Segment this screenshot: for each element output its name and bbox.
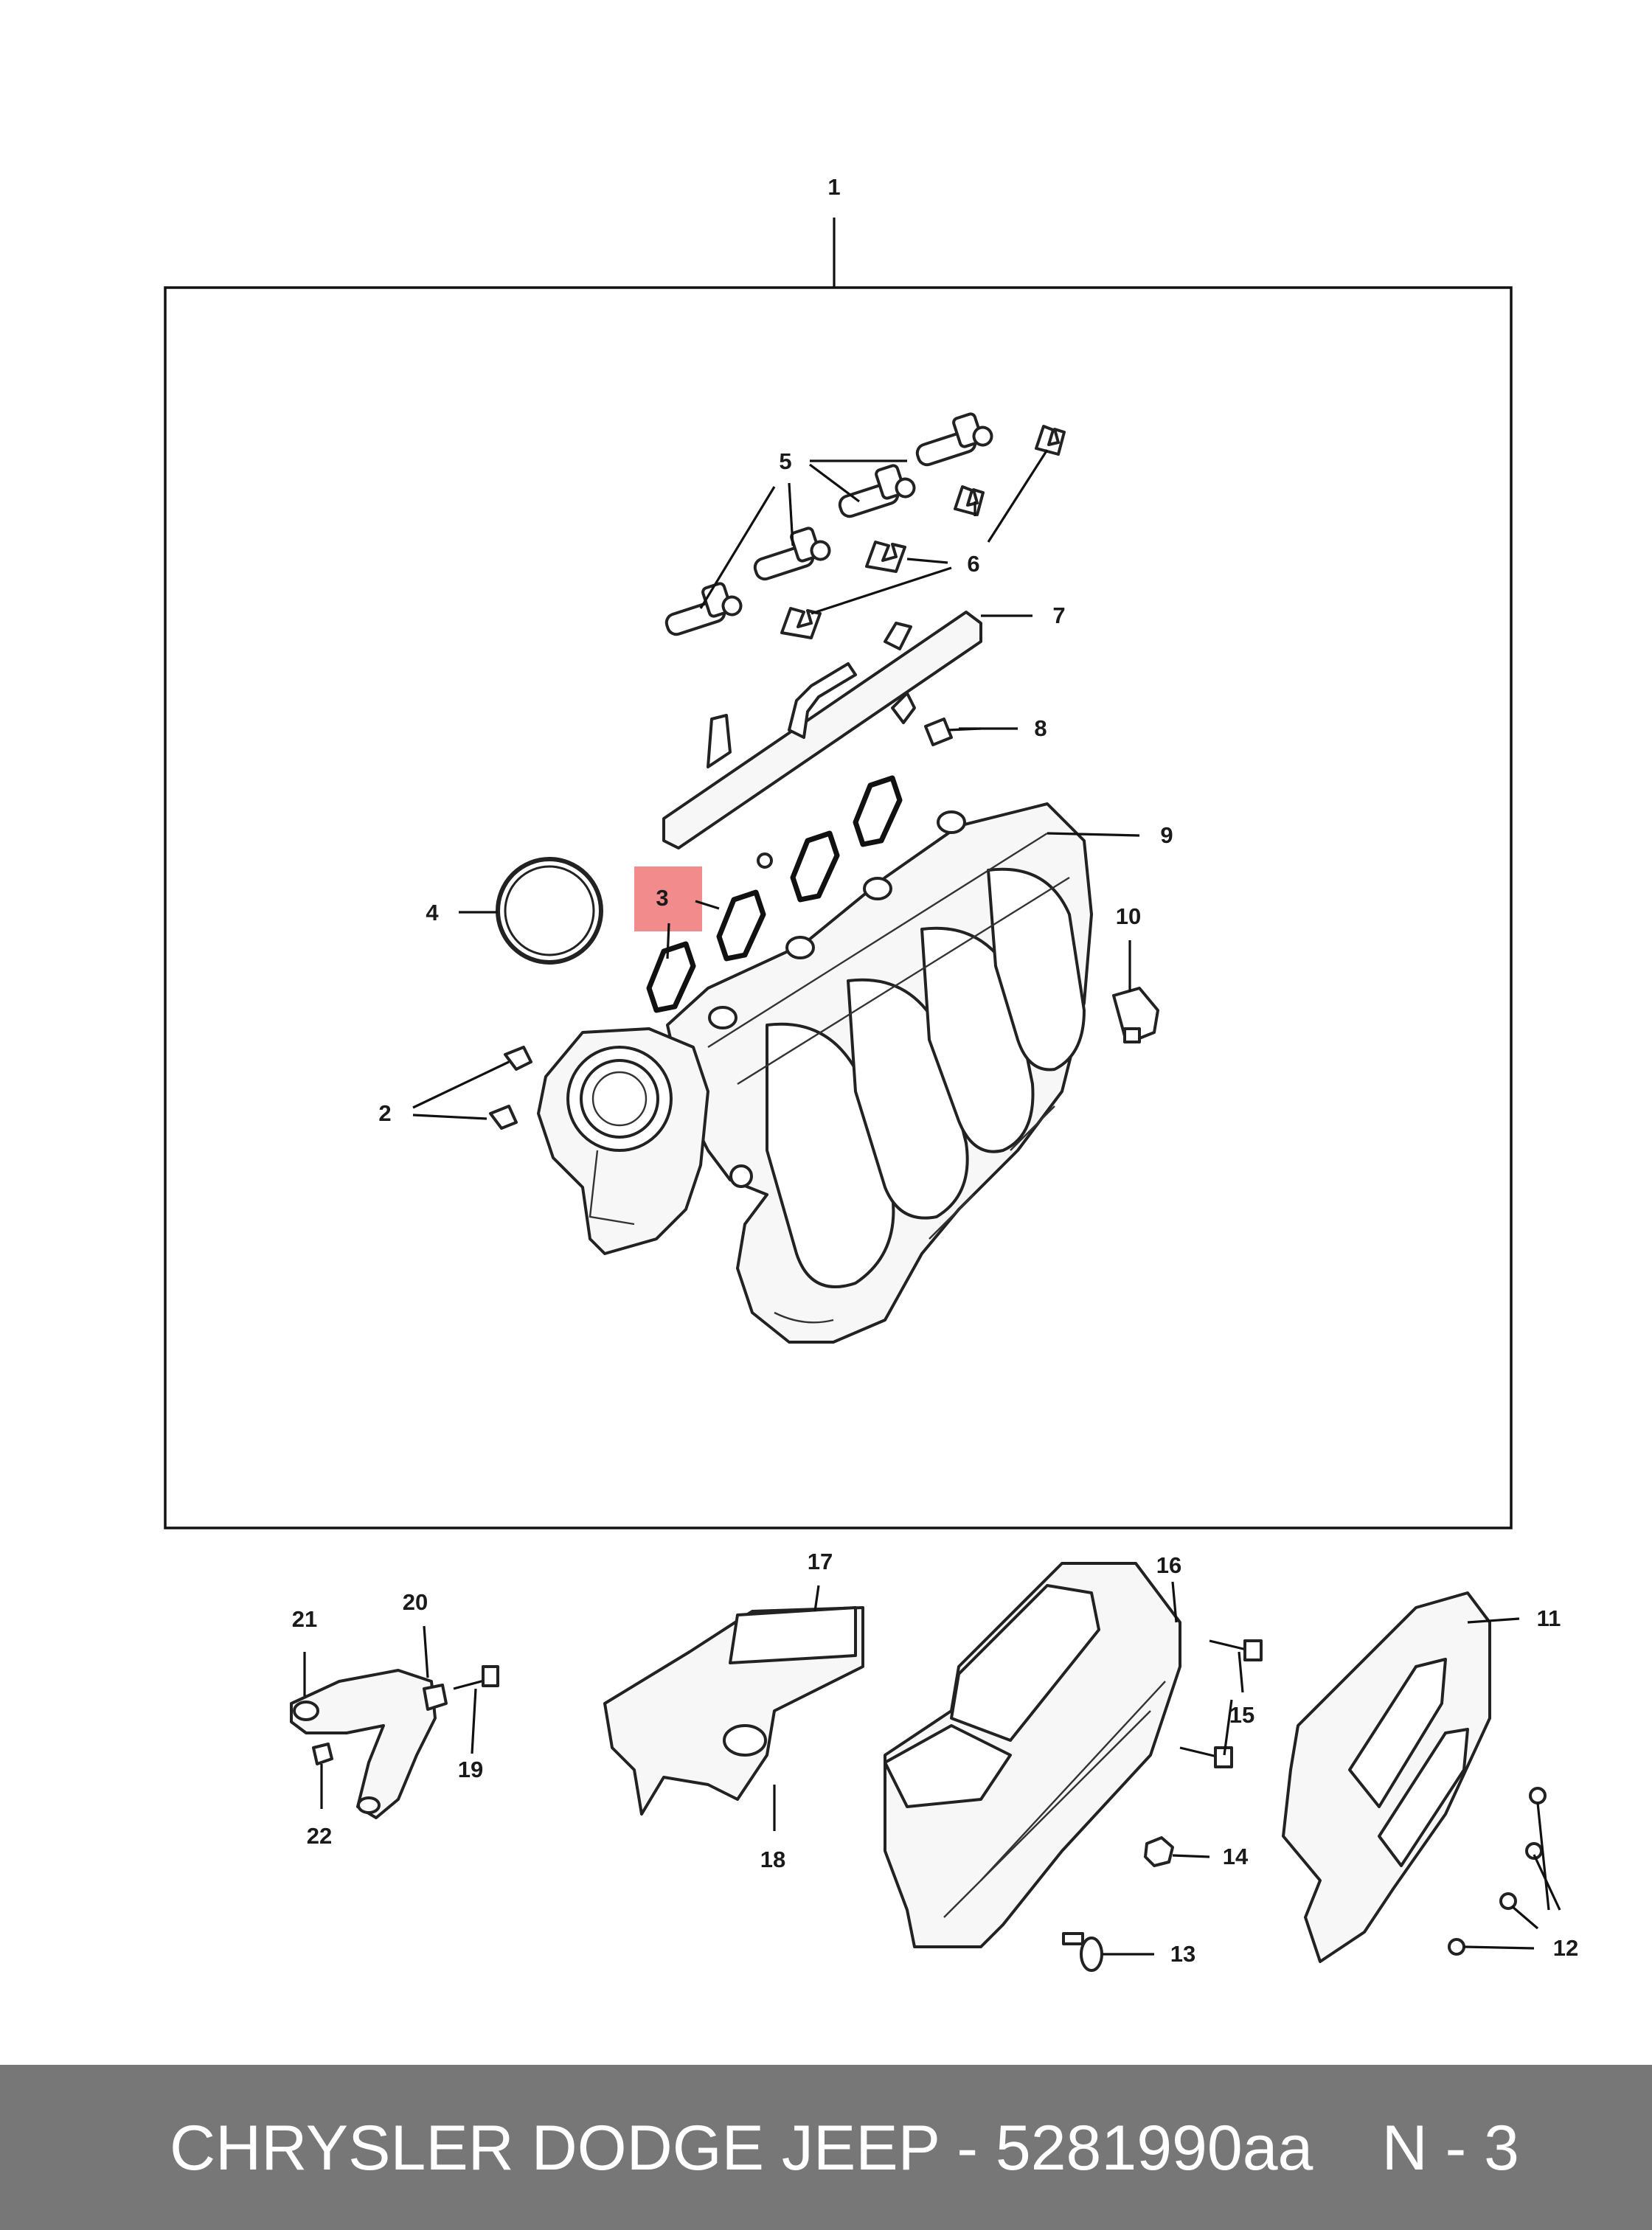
label-6: 6 [967,551,979,577]
label-9: 9 [1160,822,1173,848]
label-10: 10 [1116,903,1141,929]
studs-part [489,1046,532,1130]
fuel-injectors-part [664,412,993,636]
bracket-part [290,1669,448,1819]
port-gaskets-part [646,775,903,1013]
label-3: 3 [656,885,668,911]
engine-cover-part [884,1562,1181,1948]
bolts-12-part [1448,1787,1547,1956]
label-15: 15 [1229,1702,1254,1728]
clip-22-part [312,1743,333,1765]
sensor-part [1112,987,1159,1043]
label-16: 16 [1156,1552,1181,1578]
pin-13-part [1062,1932,1103,1972]
label-8: 8 [1034,715,1047,741]
label-17: 17 [808,1549,833,1574]
shield-17-18-part [603,1606,864,1816]
throttle-gasket-part [496,857,603,965]
highlight-3 [634,866,702,931]
footer-page: N - 3 [1381,2113,1519,2184]
fuel-rail-part [662,611,982,850]
callout-labels: 1 2 3 4 5 6 7 8 9 10 11 12 13 14 15 16 1… [292,174,1578,1967]
label-4: 4 [426,900,439,925]
small-bolt [757,852,773,869]
footer-text: CHRYSLER DODGE JEEP - 5281990aa N - 3 [170,2108,1519,2189]
label-20: 20 [403,1589,428,1615]
footer-bar [0,2065,1652,2230]
leader-lines [303,449,1561,1956]
nut-14-part [1144,1836,1174,1867]
heat-shield-part [1282,1591,1491,1963]
label-7: 7 [1052,602,1065,628]
label-19: 19 [458,1757,483,1782]
intake-manifold-part [666,802,1093,1344]
label-12: 12 [1553,1935,1578,1961]
rail-bolt-part [924,718,982,746]
label-11: 11 [1537,1605,1561,1631]
assembly-box [164,286,1513,1529]
label-5: 5 [779,448,791,474]
throttle-body-part [537,1027,753,1255]
label-22: 22 [307,1823,332,1849]
label-14: 14 [1223,1844,1249,1869]
bolt-19-part [453,1665,499,1690]
label-13: 13 [1170,1941,1195,1967]
label-18: 18 [760,1847,785,1872]
label-21: 21 [292,1606,317,1632]
bolts-15-part [1179,1639,1263,1768]
footer-title: CHRYSLER DODGE JEEP - 5281990aa [170,2113,1313,2184]
label-2: 2 [378,1100,391,1126]
label-1: 1 [827,174,840,200]
